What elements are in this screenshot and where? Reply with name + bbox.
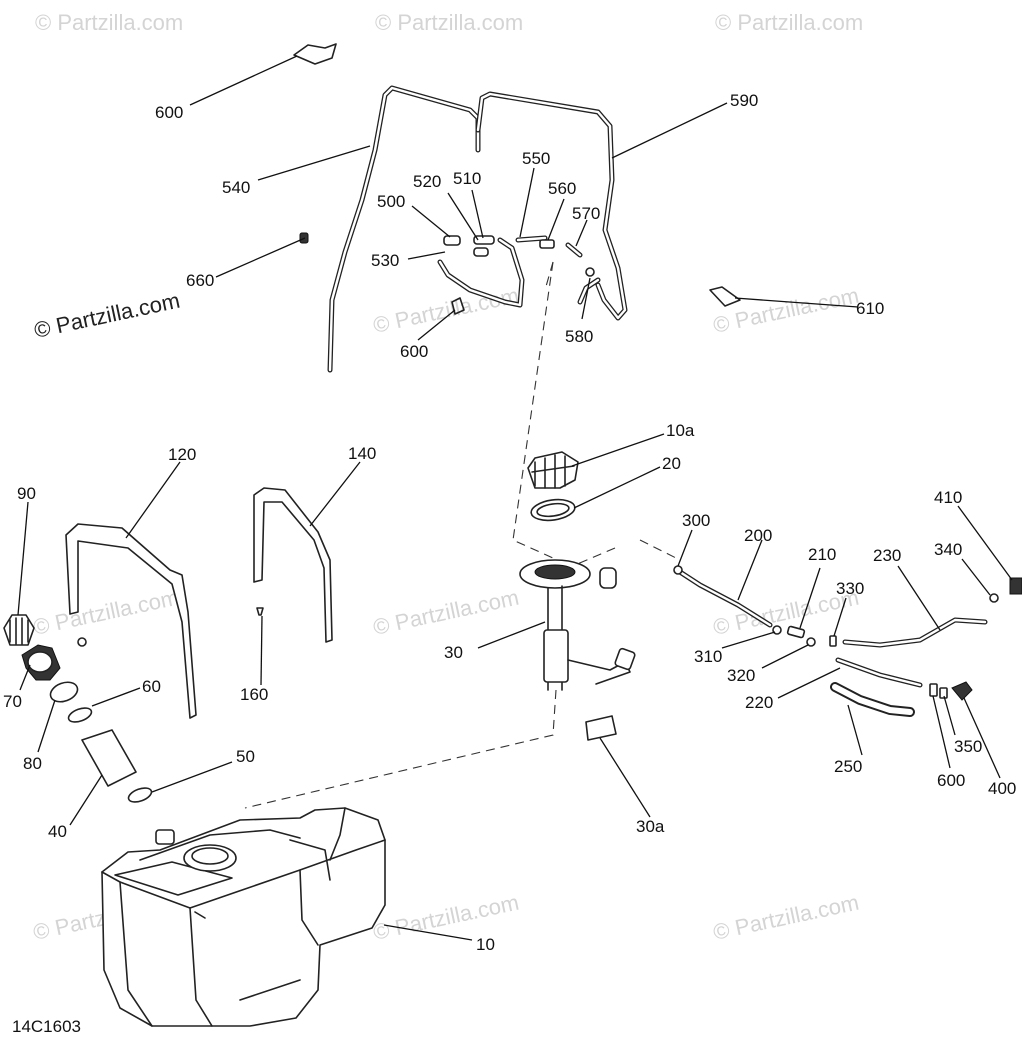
watermark: © Partzilla.com: [375, 10, 523, 35]
callout-120: 120: [168, 445, 196, 464]
callout-500: 500: [377, 192, 405, 211]
callout-590: 590: [730, 91, 758, 110]
callout-580: 580: [565, 327, 593, 346]
filler-parts: [3, 607, 264, 803]
callout-90: 90: [17, 484, 36, 503]
fuel-pump-module: [519, 451, 636, 741]
callout-320: 320: [727, 666, 755, 685]
callout-340: 340: [934, 540, 962, 559]
callout-350: 350: [954, 737, 982, 756]
vent-fittings: [293, 43, 741, 315]
callout-40: 40: [48, 822, 67, 841]
callout-520: 520: [413, 172, 441, 191]
callout-550: 550: [522, 149, 550, 168]
fuel-lines: [673, 565, 1022, 717]
callout-600: 600: [155, 103, 183, 122]
callout-600: 600: [400, 342, 428, 361]
vent-hose-590: [475, 91, 628, 321]
callout-570: 570: [572, 204, 600, 223]
callout-660: 660: [186, 271, 214, 290]
callout-250: 250: [834, 757, 862, 776]
watermark-featured: © Partzilla.com: [32, 288, 182, 343]
callout-330: 330: [836, 579, 864, 598]
callout-labels: 600 540 590 550 520 510 560 500 570 530 …: [3, 91, 1016, 954]
callout-80: 80: [23, 754, 42, 773]
callout-10a: 10a: [666, 421, 695, 440]
callout-10: 10: [476, 935, 495, 954]
tank-strap-140: [253, 487, 333, 643]
watermark: © Partzilla.com: [711, 890, 861, 945]
callout-160: 160: [240, 685, 268, 704]
watermark: © Partzilla.com: [371, 890, 521, 945]
watermark: © Partzilla.com: [711, 283, 861, 338]
callout-30: 30: [444, 643, 463, 662]
callout-210: 210: [808, 545, 836, 564]
tank-strap-120: [65, 523, 197, 719]
leader-lines: [17, 55, 1013, 941]
callout-70: 70: [3, 692, 22, 711]
vent-hose-inner: [437, 235, 601, 308]
fuel-tank: [101, 807, 386, 1027]
watermark: © Partzilla.com: [31, 585, 181, 640]
watermark: © Partzilla.com: [715, 10, 863, 35]
callout-20: 20: [662, 454, 681, 473]
callout-310: 310: [694, 647, 722, 666]
watermark: © Partzilla.com: [371, 283, 521, 338]
callout-50: 50: [236, 747, 255, 766]
assembly-guide-lines: [244, 261, 681, 809]
watermark: © Partzilla.com: [371, 585, 521, 640]
callout-60: 60: [142, 677, 161, 696]
vent-hose-540: [327, 85, 481, 373]
watermark: © Partzilla.com: [35, 10, 183, 35]
diagram-code: 14C1603: [12, 1017, 81, 1036]
callout-510: 510: [453, 169, 481, 188]
callout-220: 220: [745, 693, 773, 712]
callout-200: 200: [744, 526, 772, 545]
callout-300: 300: [682, 511, 710, 530]
callout-600: 600: [937, 771, 965, 790]
callout-410: 410: [934, 488, 962, 507]
callout-230: 230: [873, 546, 901, 565]
watermark-layer: © Partzilla.com © Partzilla.com © Partzi…: [31, 10, 863, 945]
callout-400: 400: [988, 779, 1016, 798]
callout-530: 530: [371, 251, 399, 270]
callout-540: 540: [222, 178, 250, 197]
callout-140: 140: [348, 444, 376, 463]
callout-560: 560: [548, 179, 576, 198]
callout-30a: 30a: [636, 817, 665, 836]
callout-610: 610: [856, 299, 884, 318]
